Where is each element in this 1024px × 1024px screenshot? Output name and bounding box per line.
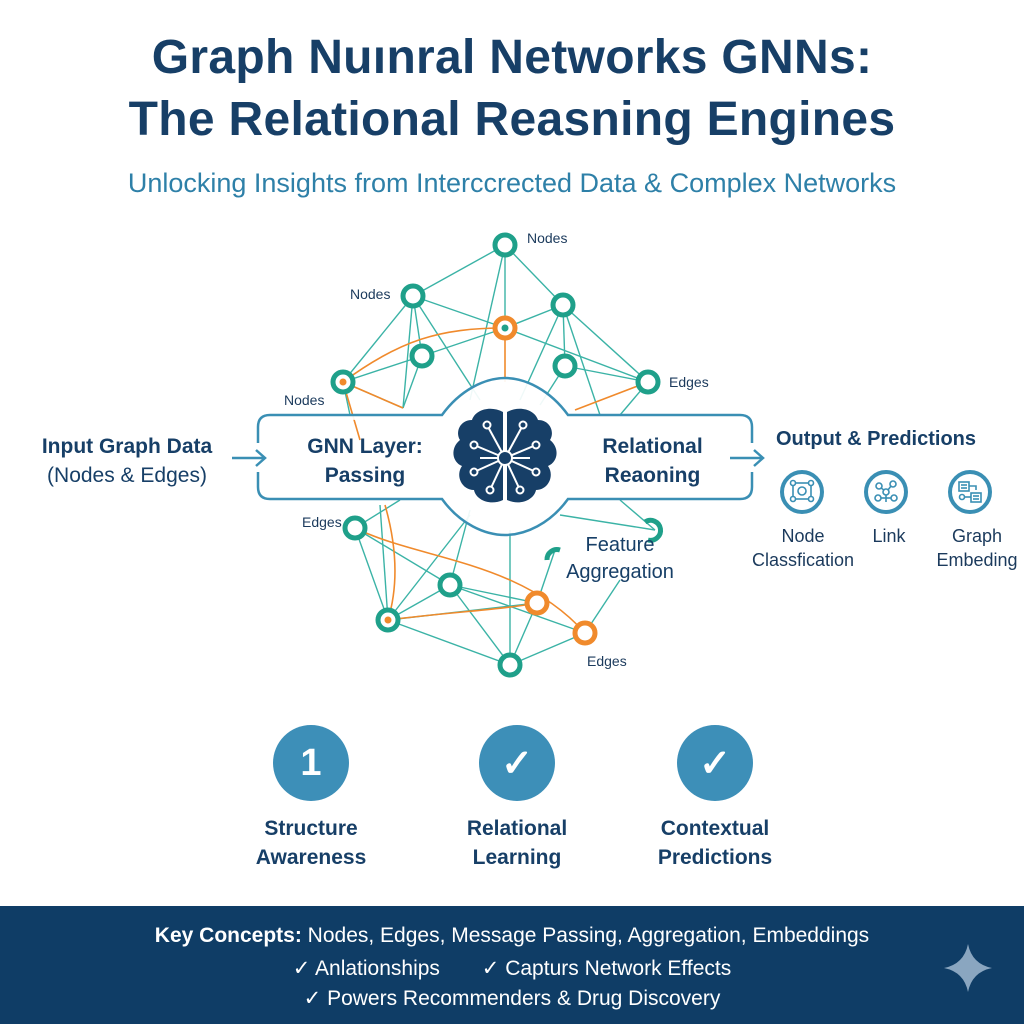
graph-edges-highlighted: [342, 327, 649, 634]
relational-reasoning-line-2: Reaoning: [604, 464, 701, 487]
node: [550, 292, 576, 318]
benefit-badge-check: ✓: [677, 725, 753, 801]
node-highlighted: [524, 590, 550, 616]
node: [497, 652, 523, 678]
output-item-line-2: Embeding: [936, 550, 1018, 570]
node: [409, 343, 435, 369]
title-line-1: Graph Nuınral Networks GNNs:: [151, 31, 873, 84]
footer-bullet: ✓ Powers Recommenders & Drug Discovery: [303, 987, 721, 1010]
benefit-line-2: Awareness: [255, 846, 367, 869]
input-subtitle: (Nodes & Edges): [47, 464, 207, 487]
benefit-badge-number: 1: [273, 725, 349, 801]
graph-nodes: [330, 232, 663, 678]
brain-network-icon: [453, 408, 557, 503]
feature-aggregation-label: Feature Aggregation: [560, 532, 680, 586]
pipeline-box: [256, 376, 754, 537]
node: [552, 353, 578, 379]
key-concepts: Key Concepts: Nodes, Edges, Message Pass…: [0, 924, 1024, 948]
output-item-line-1: Node: [781, 526, 825, 546]
input-graph-data: Input Graph Data (Nodes & Edges): [22, 432, 232, 490]
benefit-line-1: Relational: [466, 817, 568, 840]
feature-aggregation-line-1: Feature: [585, 534, 655, 556]
output-arrow: [730, 449, 765, 467]
node: [437, 572, 463, 598]
node: [635, 369, 661, 395]
footer-bullet: ✓ Capturs Network Effects: [481, 957, 732, 980]
node: [400, 283, 426, 309]
subtitle: Unlocking Insights from Interccrected Da…: [127, 168, 897, 198]
output-graph-embedding: Graph Embeding: [925, 524, 1024, 572]
node: [342, 515, 368, 541]
label-edges-left: Edges: [302, 514, 342, 530]
benefit-line-1: Contextual: [660, 817, 770, 840]
label-nodes-left-upper: Nodes: [350, 286, 391, 302]
node-classification-icon: [780, 470, 824, 514]
gnn-layer-line-1: GNN Layer:: [307, 435, 423, 458]
feature-aggregation-line-2: Aggregation: [566, 561, 674, 583]
node-core: [384, 616, 392, 624]
benefit-structure-awareness: Structure Awareness: [211, 814, 411, 872]
key-concepts-label: Key Concepts:: [154, 924, 302, 947]
graph-edges: [342, 244, 656, 666]
input-arrow: [232, 449, 267, 467]
node-partial: [643, 517, 663, 543]
node-core: [501, 324, 509, 332]
benefit-badge-check: ✓: [479, 725, 555, 801]
output-item-line-1: Link: [872, 526, 906, 546]
gnn-layer-label: GNN Layer: Passing: [270, 432, 460, 490]
graph-embedding-icon: [948, 470, 992, 514]
input-title: Input Graph Data: [41, 435, 213, 458]
label-nodes-left-lower: Nodes: [284, 392, 325, 408]
output-title: Output & Predictions: [776, 428, 976, 450]
benefit-contextual-predictions: Contextual Predictions: [615, 814, 815, 872]
output-item-line-1: Graph: [951, 526, 1003, 546]
relational-reasoning-label: Relational Reaoning: [555, 432, 750, 490]
node-highlighted: [572, 620, 598, 646]
output-link: Link: [854, 524, 924, 548]
benefit-line-2: Learning: [472, 846, 562, 869]
label-edges-right: Edges: [669, 374, 709, 390]
relational-reasoning-line-1: Relational: [602, 435, 703, 458]
link-prediction-icon: [864, 470, 908, 514]
output-item-line-2: Classfication: [751, 550, 855, 570]
footer-banner: Key Concepts: Nodes, Edges, Message Pass…: [0, 906, 1024, 1024]
label-edges-bottom: Edges: [587, 653, 627, 669]
benefit-line-1: Structure: [264, 817, 358, 840]
output-node-classification: Node Classfication: [747, 524, 859, 572]
key-concepts-items: Nodes, Edges, Message Passing, Aggregati…: [307, 924, 870, 947]
node-core: [339, 378, 347, 386]
footer-bullet: ✓ Anlationships: [292, 957, 440, 980]
title-line-2: The Relational Reasning Engines: [128, 93, 896, 146]
sparkle-icon: [944, 944, 992, 992]
label-nodes-top: Nodes: [527, 230, 568, 246]
gnn-layer-line-2: Passing: [324, 464, 406, 487]
benefit-line-2: Predictions: [657, 846, 773, 869]
benefit-relational-learning: Relational Learning: [417, 814, 617, 872]
node: [492, 232, 518, 258]
footer-bullets-row: ✓ Anlationships ✓ Capturs Network Effect…: [0, 956, 1024, 981]
node-partial: [544, 547, 561, 561]
